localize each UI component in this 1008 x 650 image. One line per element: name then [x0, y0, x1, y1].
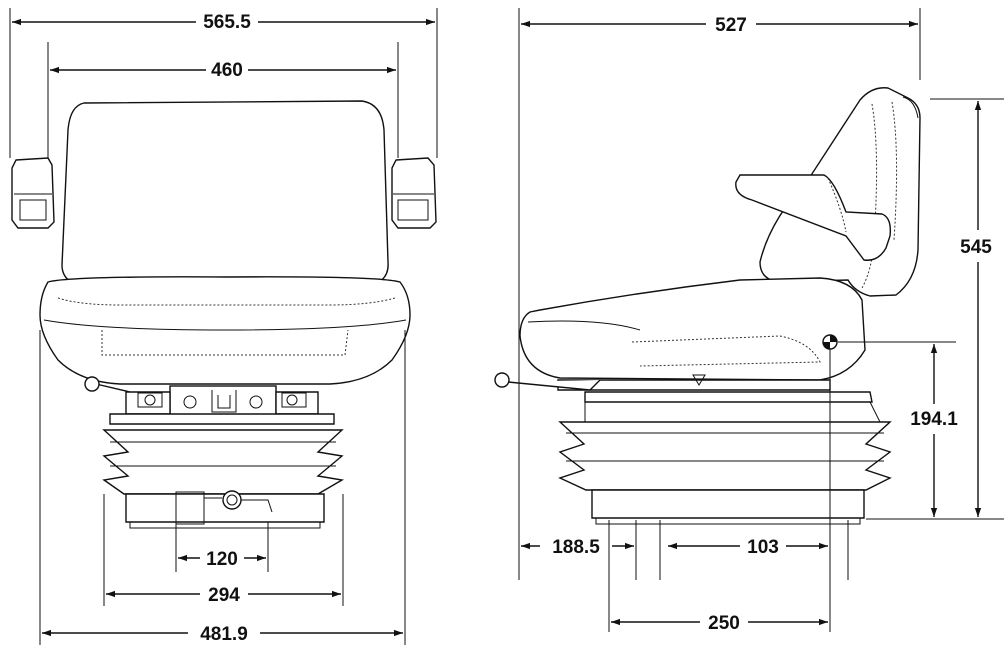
dim-overall-height: 545 [960, 237, 992, 258]
front-suspension-bracket [169, 385, 277, 417]
front-lever-knob [84, 376, 100, 392]
dim-bolt-spacing: 120 [206, 549, 238, 570]
dim-reference-point-height: 194.1 [910, 409, 958, 430]
side-view [494, 87, 921, 525]
front-armrest-left [11, 157, 55, 229]
front-backrest [61, 100, 389, 288]
side-adjust-lever [507, 379, 601, 391]
dimension-lines [9, 8, 1004, 645]
front-view [11, 100, 437, 529]
dim-reference-offset: 103 [747, 537, 779, 558]
front-valve-icon [222, 490, 242, 510]
side-suspension-bellows [558, 421, 892, 491]
side-armrest [735, 174, 892, 261]
front-armrest-right [391, 157, 437, 229]
front-adjust-lever [95, 383, 131, 393]
dim-base-width: 481.9 [200, 624, 248, 645]
side-base [591, 489, 865, 519]
front-suspension-bellows [102, 429, 345, 495]
dim-front-offset: 188.5 [552, 537, 600, 558]
dim-backrest-width: 460 [211, 60, 243, 81]
side-lever-knob [494, 372, 510, 388]
side-seat-cushion [519, 277, 866, 381]
dim-bellows-width: 294 [208, 585, 240, 606]
dim-base-depth: 250 [708, 613, 740, 634]
dim-overall-depth: 527 [715, 15, 747, 36]
dim-overall-width: 565.5 [203, 12, 251, 33]
